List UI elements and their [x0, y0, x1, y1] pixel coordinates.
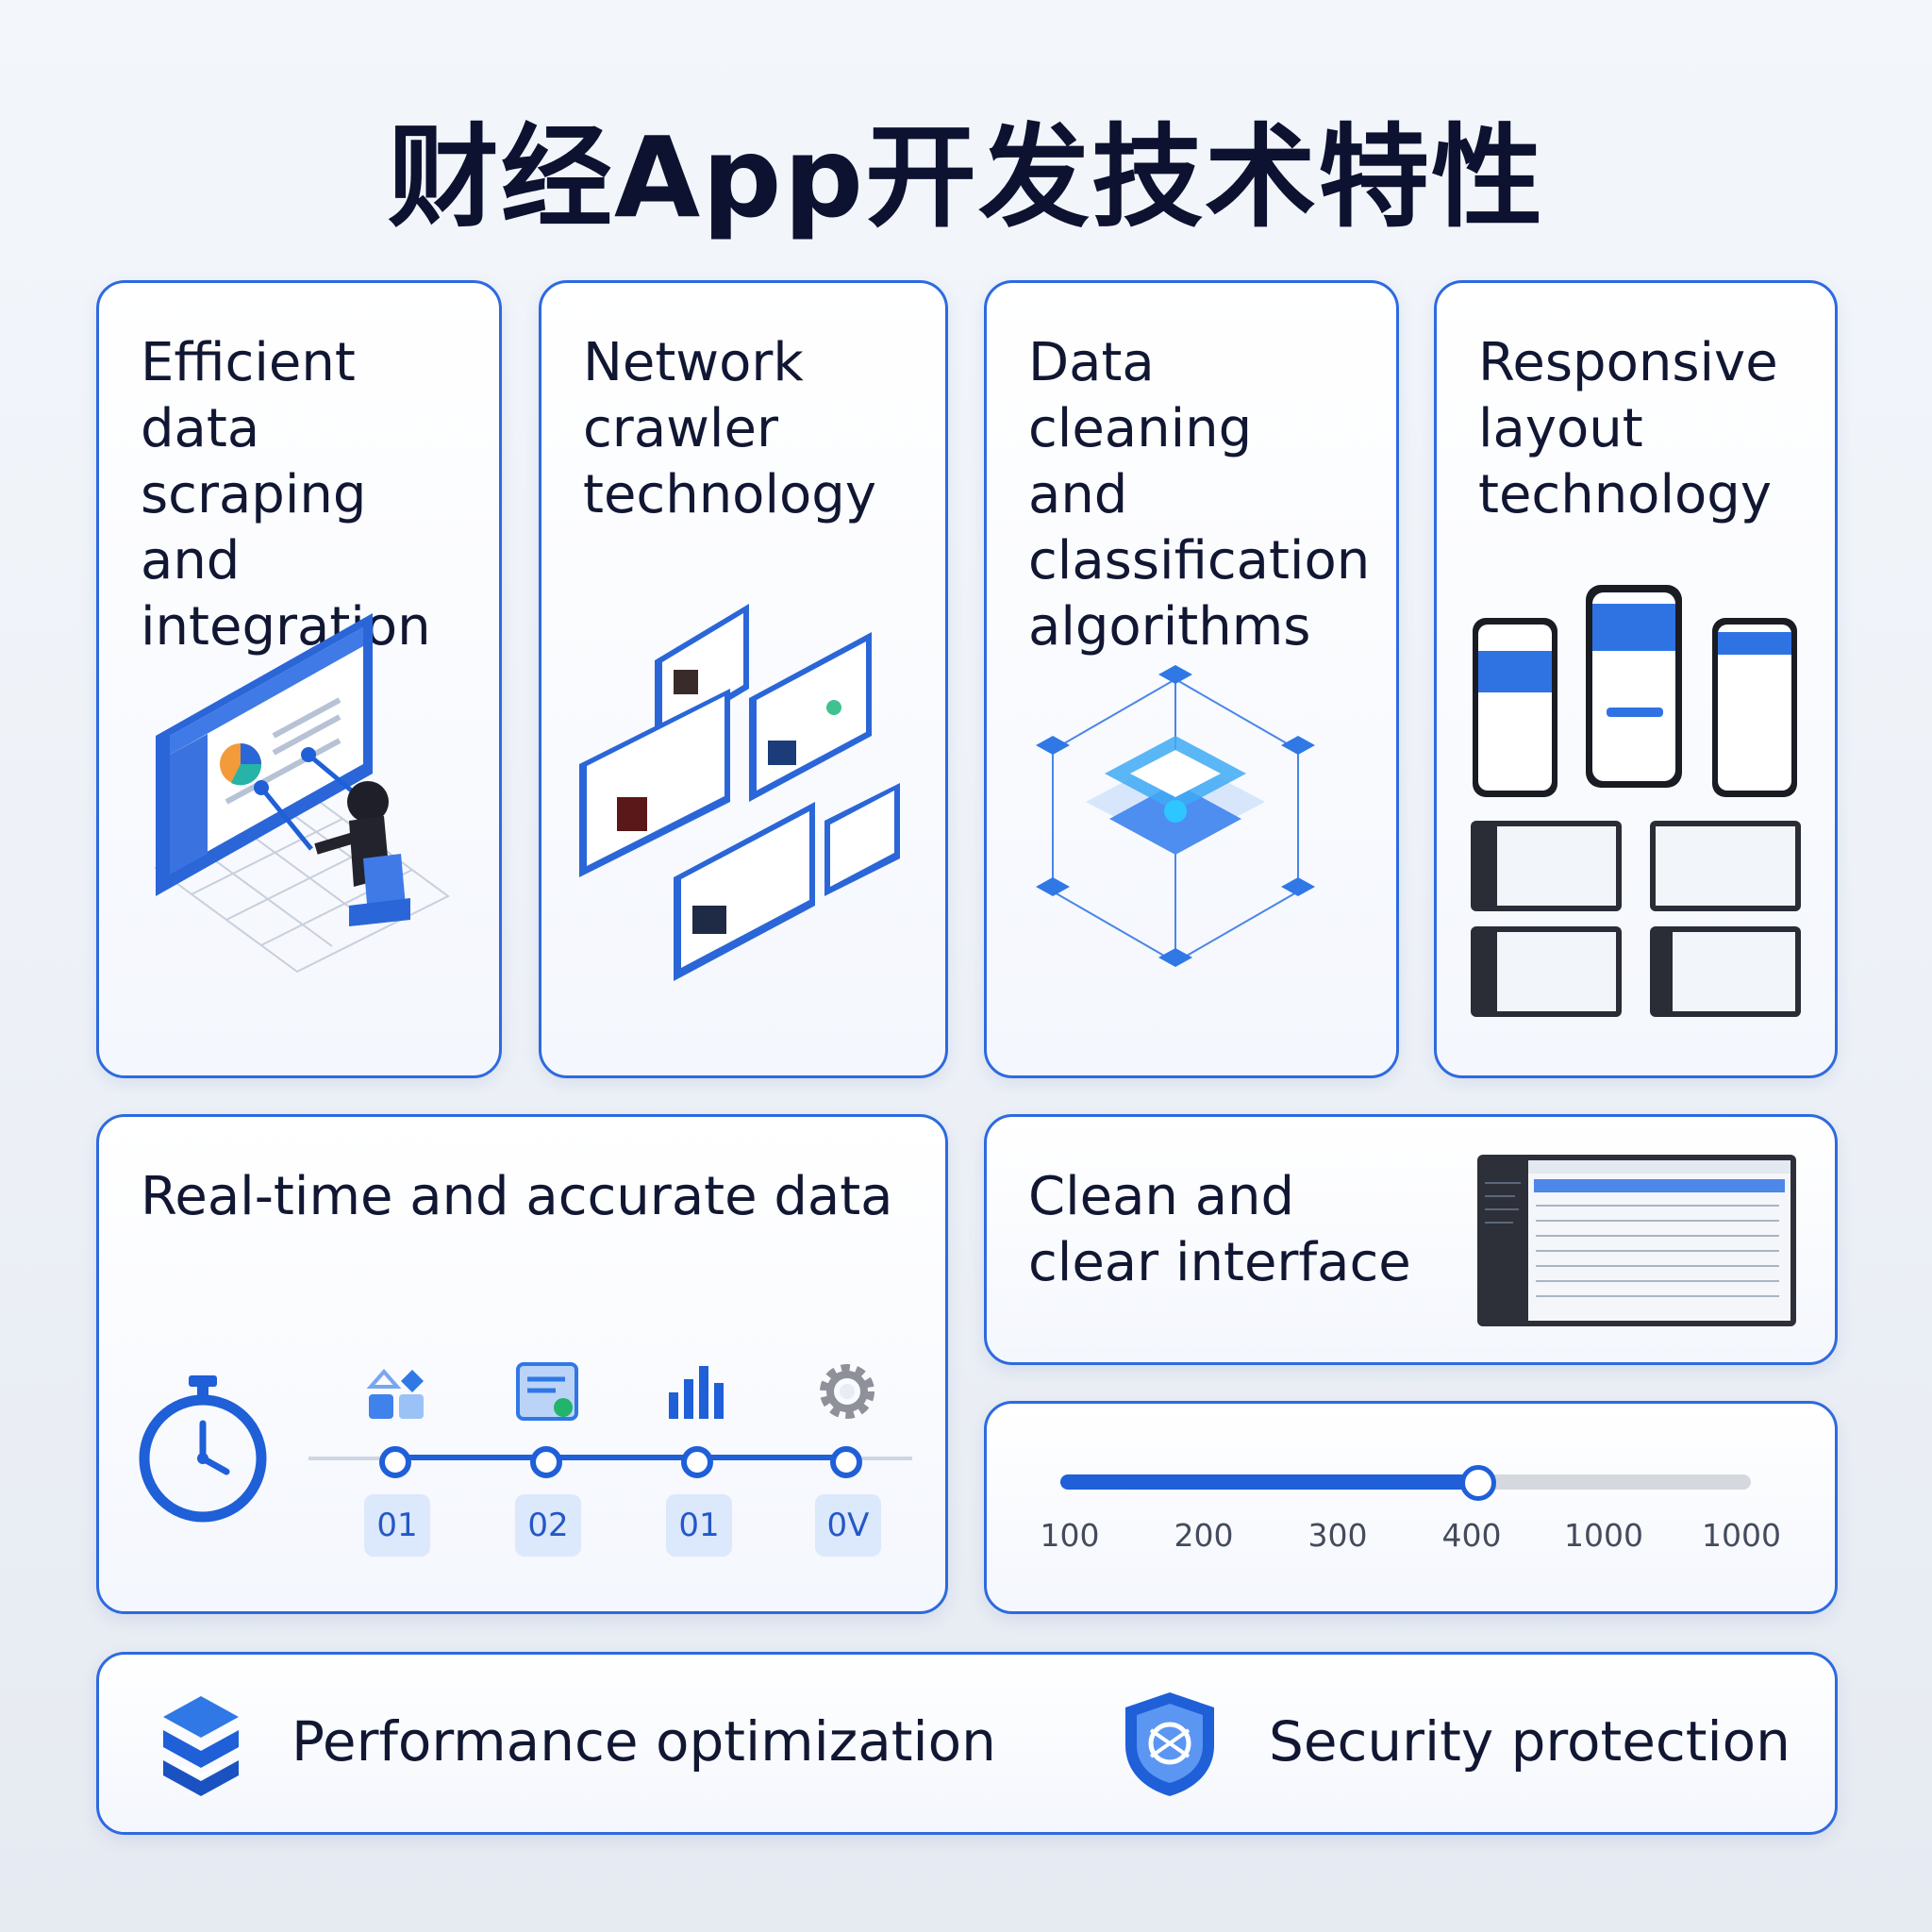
- performance-optimization-label: Performance optimization: [291, 1709, 996, 1774]
- timeline-step-label: 01: [666, 1494, 732, 1557]
- dashboard-screenshot-illustration: [1477, 1155, 1796, 1326]
- card-clean-interface: Clean and clear interface: [984, 1114, 1838, 1365]
- slider-thumb[interactable]: [1460, 1465, 1496, 1501]
- card-title-responsive-layout: Responsive layout technology: [1478, 332, 1778, 525]
- document-check-icon: [516, 1362, 578, 1421]
- layers-icon: [163, 1696, 239, 1796]
- data-scraping-illustration: [154, 613, 450, 974]
- slider-tick-label: 1000: [1564, 1517, 1643, 1554]
- card-network-crawler: Network crawler technology: [539, 280, 948, 1078]
- security-protection-label: Security protection: [1269, 1709, 1790, 1774]
- card-realtime-data: Real-time and accurate data 01 02 01 0V: [96, 1114, 948, 1614]
- timeline-step-label: 01: [364, 1494, 430, 1557]
- slider-tick-label: 100: [1040, 1517, 1100, 1554]
- timeline-node[interactable]: [530, 1446, 562, 1478]
- timeline-node[interactable]: [681, 1446, 713, 1478]
- slider-tick-label: 200: [1174, 1517, 1234, 1554]
- data-network-illustration: [1036, 665, 1315, 967]
- timeline-node[interactable]: [379, 1446, 411, 1478]
- timeline-progress: [397, 1455, 848, 1460]
- shield-icon: [1125, 1692, 1214, 1796]
- slider-tick-label: 400: [1441, 1517, 1502, 1554]
- card-responsive-layout: Responsive layout technology: [1434, 280, 1838, 1078]
- shapes-icon: [366, 1368, 424, 1419]
- bar-chart-icon: [669, 1366, 724, 1419]
- slider-tick-label: 1000: [1702, 1517, 1781, 1554]
- card-data-cleaning: Data cleaning and classification algorit…: [984, 280, 1399, 1078]
- card-title-realtime-data: Real-time and accurate data: [141, 1166, 893, 1227]
- timeline-step-label: 02: [515, 1494, 581, 1557]
- card-title-data-cleaning: Data cleaning and classification algorit…: [1028, 332, 1371, 658]
- gear-icon: [820, 1364, 874, 1419]
- card-title-network-crawler: Network crawler technology: [583, 332, 876, 525]
- slider-fill: [1060, 1474, 1475, 1490]
- crawler-windows-illustration: [579, 604, 900, 981]
- card-title-clean-interface: Clean and clear interface: [1028, 1166, 1411, 1293]
- timeline-step-label: 0V: [815, 1494, 881, 1557]
- device-mockups-illustration: [1471, 585, 1801, 1017]
- stopwatch-icon: [139, 1375, 267, 1523]
- card-data-scraping: Efficient data scraping and integration: [96, 280, 502, 1078]
- page-title: 财经App开发技术特性: [387, 112, 1545, 242]
- slider-tick-label: 300: [1307, 1517, 1368, 1554]
- timeline-node[interactable]: [830, 1446, 862, 1478]
- card-slider: [984, 1401, 1838, 1614]
- card-title-data-scraping: Efficient data scraping and integration: [141, 332, 431, 658]
- features-banner: Performance optimization Security protec…: [96, 1652, 1838, 1835]
